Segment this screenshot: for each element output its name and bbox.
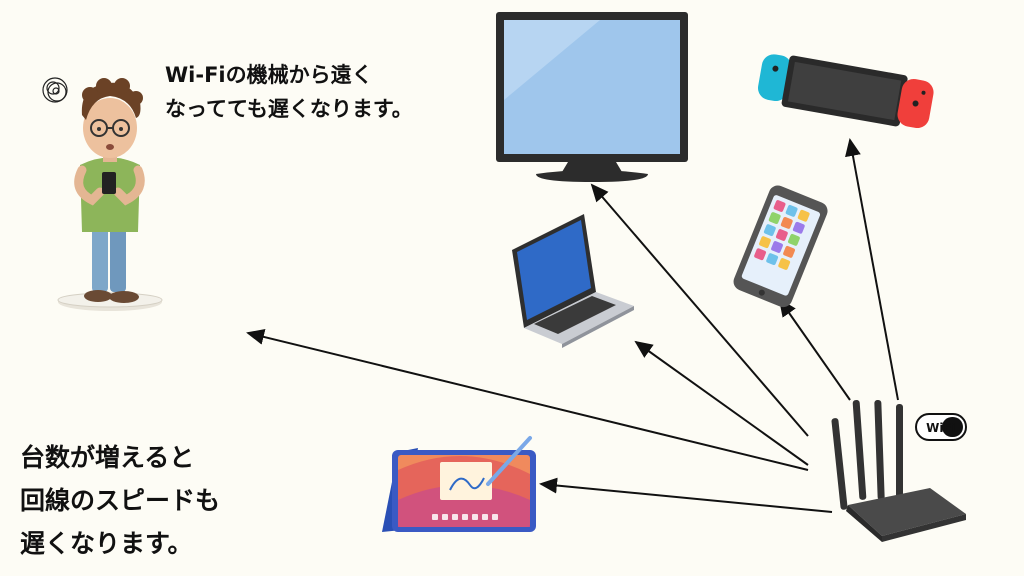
monitor-icon <box>496 12 688 182</box>
router-icon <box>831 399 966 542</box>
game-console-icon <box>757 54 934 129</box>
person-icon <box>42 77 163 311</box>
arrow-to-smartphone <box>778 298 851 401</box>
caption-device-count-line-2: 回線のスピードも <box>20 486 221 515</box>
smartphone-icon <box>733 185 828 308</box>
wifi-logo-icon: WiFi <box>915 413 967 441</box>
arrow-to-person <box>246 329 809 471</box>
arrow-to-tablet <box>539 477 833 513</box>
confusion-scribble-icon <box>42 77 68 103</box>
caption-distance-line-1: Wi-Fiの機械から遠く <box>165 63 373 87</box>
arrow-to-laptop <box>634 340 809 466</box>
caption-distance: Wi-Fiの機械から遠く なってても遅くなります。 <box>165 58 413 126</box>
tablet-icon <box>382 436 536 532</box>
caption-device-count-line-3: 遅くなります。 <box>20 529 193 558</box>
caption-device-count: 台数が増えると 回線のスピードも 遅くなります。 <box>20 436 220 565</box>
arrows <box>246 138 899 513</box>
arrow-to-monitor <box>590 183 809 437</box>
arrow-to-console <box>845 138 899 401</box>
caption-distance-line-2: なってても遅くなります。 <box>165 97 413 121</box>
wifi-logo-text: WiFi <box>926 421 956 435</box>
caption-device-count-line-1: 台数が増えると <box>20 443 195 472</box>
laptop-icon <box>512 214 634 348</box>
